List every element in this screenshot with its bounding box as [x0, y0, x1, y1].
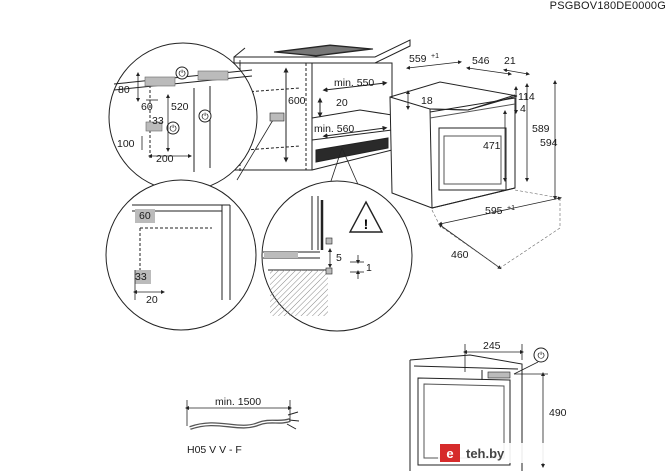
cable-type-label: H05 V V - F — [187, 444, 242, 456]
clearance-detail-circle: ! 5 1 — [261, 180, 413, 332]
elec-dim-520: 520 — [171, 101, 189, 113]
cabinet-height-dim: 600 — [288, 95, 306, 107]
elec-dim-33: 33 — [152, 115, 164, 127]
oven-dim-18: 18 — [421, 95, 433, 107]
power-symbol-icon: ⏻ — [178, 69, 185, 79]
oven-dim-559-tol: +1 — [431, 53, 439, 60]
oven-dim-594: 594 — [540, 137, 558, 149]
electrical-detail-circle: ⏻ ⏻ ⏻ 80 60 520 33 100 200 — [108, 42, 258, 192]
cabinet-opening-dim: min. 560 — [314, 123, 354, 135]
oven-dim-546: 546 — [472, 55, 490, 67]
corner-dim-33: 33 — [135, 271, 147, 283]
power-symbol-icon-2: ⏻ — [169, 124, 176, 134]
elec-dim-200: 200 — [156, 153, 174, 165]
cabinet-gap-dim: 20 — [336, 97, 348, 109]
cabinet-width-dim: min. 550 — [334, 77, 374, 89]
corner-detail-circle: 60 33 20 — [105, 179, 257, 331]
model-code: PSGBOV180DE0000G — [549, 0, 666, 12]
watermark: e teh.by — [438, 443, 550, 463]
corner-dim-60: 60 — [139, 210, 151, 222]
elec-dim-100: 100 — [117, 138, 135, 150]
warning-icon: ! — [364, 216, 369, 232]
clearance-dim-5: 5 — [336, 252, 342, 264]
cable-drawing: min. 1500 H05 V V - F — [185, 396, 300, 456]
cable-length-label: min. 1500 — [215, 396, 261, 408]
oven-dim-4: 4 — [520, 103, 526, 115]
oven-dim-21: 21 — [504, 55, 516, 67]
elec-dim-60: 60 — [141, 101, 153, 113]
oven-dim-460: 460 — [451, 249, 469, 261]
power-symbol-icon-3: ⏻ — [201, 112, 208, 122]
cabinet-drawing — [233, 39, 411, 172]
watermark-logo-icon: e — [446, 446, 453, 461]
rear-power-symbol-icon: ⏻ — [537, 351, 544, 361]
oven-dim-471: 471 — [483, 140, 501, 152]
watermark-text: teh.by — [466, 446, 505, 461]
corner-dim-20: 20 — [146, 294, 158, 306]
oven-dim-595-tol: +1 — [507, 205, 515, 212]
rear-dim-490: 490 — [549, 407, 567, 419]
oven-dim-589: 589 — [532, 123, 550, 135]
clearance-dim-1: 1 — [366, 262, 372, 274]
rear-dim-245: 245 — [483, 340, 501, 352]
oven-dim-114: 114 — [518, 91, 535, 103]
elec-dim-80: 80 — [118, 84, 130, 96]
oven-drawing — [389, 81, 518, 209]
oven-dim-595: 595 — [485, 205, 503, 217]
oven-dim-559: 559 — [409, 53, 427, 65]
